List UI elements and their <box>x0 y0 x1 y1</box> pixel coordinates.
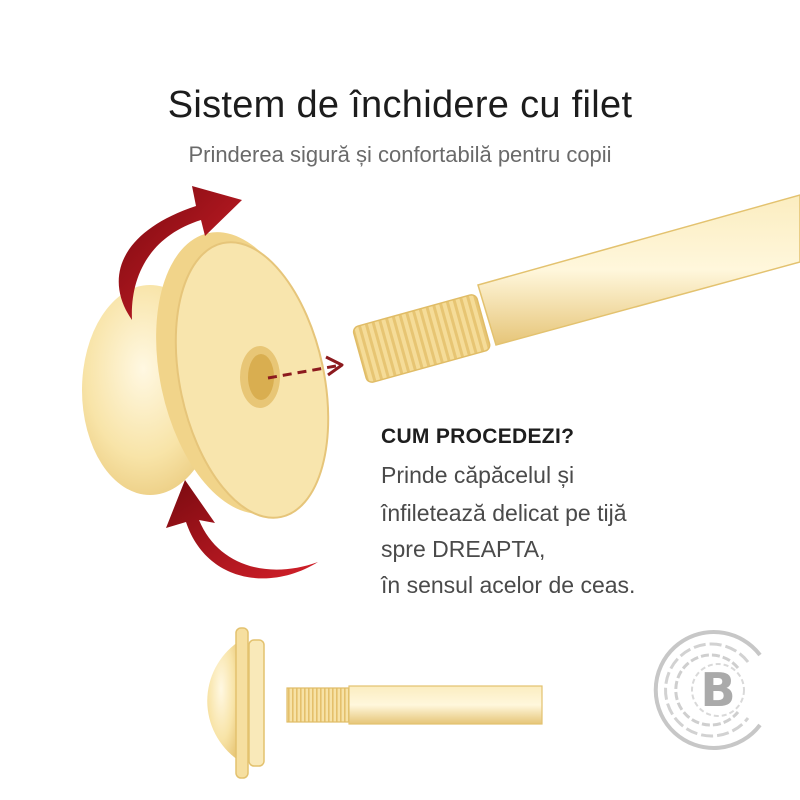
page-title: Sistem de închidere cu filet <box>167 84 633 126</box>
cap-thread-hole-inner <box>248 354 274 400</box>
rod-thread <box>352 294 491 383</box>
small-rod-thread <box>286 687 350 723</box>
instructions-line: Prinde căpăcelul și <box>381 462 575 488</box>
logo-letter: B <box>700 663 735 717</box>
small-cap-dome <box>207 642 238 760</box>
small-rod-shaft <box>348 685 543 725</box>
instructions-heading: CUM PROCEDEZI? <box>381 425 575 448</box>
rotate-arrow-top-icon <box>118 186 242 320</box>
screw-cap-large <box>82 232 330 519</box>
small-cap-flange-inner <box>248 639 265 767</box>
side-view-diagram <box>207 627 543 779</box>
brand-logo: B <box>653 630 762 750</box>
rotate-arrow-bottom-icon <box>166 480 318 579</box>
page-subtitle: Prinderea sigură și confortabilă pentru … <box>188 142 612 167</box>
instructions-line: spre DREAPTA, <box>381 536 546 562</box>
dashed-pointer-arrow <box>267 355 344 380</box>
rod-shaft <box>477 194 800 346</box>
small-cap-flange <box>235 627 249 779</box>
instructions-line: înfiletează delicat pe tijă <box>381 500 627 526</box>
instructions-line: în sensul acelor de ceas. <box>381 572 636 598</box>
threaded-rod-large <box>352 194 800 383</box>
